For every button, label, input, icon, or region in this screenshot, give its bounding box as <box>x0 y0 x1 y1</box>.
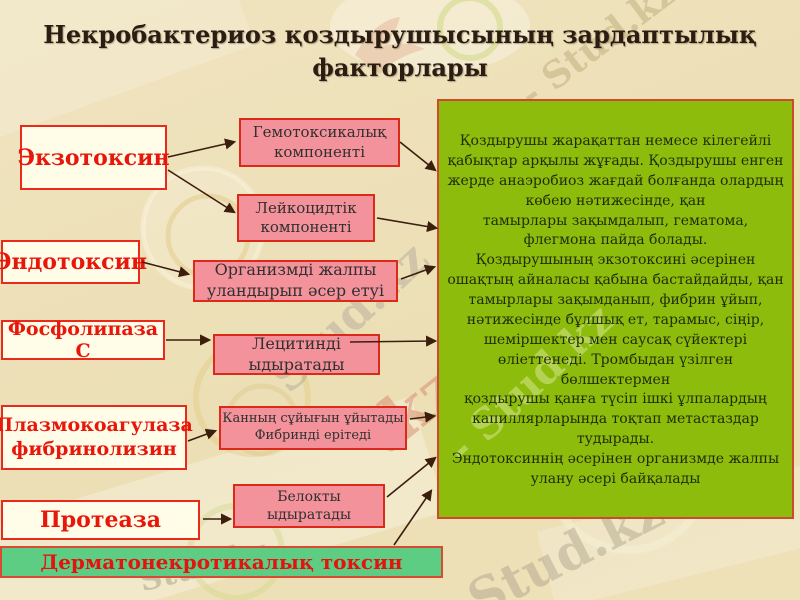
description-text: Қоздырушы жарақаттан немесе кілегейлі қа… <box>447 133 784 487</box>
factor-box-protease: Протеаза <box>1 500 200 540</box>
component-box-leukocidal: Лейкоцидтік компоненті <box>237 194 375 242</box>
dermatonecrotic-toxin-box: Дерматонекротикалық токсин <box>0 546 443 578</box>
component-box-protein-breakdown: Белокты ыдыратады <box>233 484 385 528</box>
factor-box-endotoxin: Эндотоксин <box>0 240 147 284</box>
slide-title: Некробактериоз қоздырушысының зардаптылы… <box>43 20 757 83</box>
factor-box-plasmocoagulase: Плазмокоагулаза фибринолизин <box>0 405 193 470</box>
factor-box-phospholipase-c: Фосфолипаза С <box>1 318 165 362</box>
component-box-hemotoxic: Гемотоксикалық компоненті <box>239 118 400 167</box>
component-box-lecithin: Лецитинді ыдыратады <box>213 334 380 375</box>
component-box-blood-coagulation: Канның сұйығын ұйытады Фибринді ерітеді <box>219 406 407 450</box>
component-box-general-poisoning: Организмді жалпы уландырып әсер етуі <box>193 260 398 302</box>
description-box: - Stud.kz Қоздырушы жарақаттан немесе кі… <box>437 99 794 519</box>
factor-box-exotoxin: Экзотоксин <box>17 125 170 190</box>
